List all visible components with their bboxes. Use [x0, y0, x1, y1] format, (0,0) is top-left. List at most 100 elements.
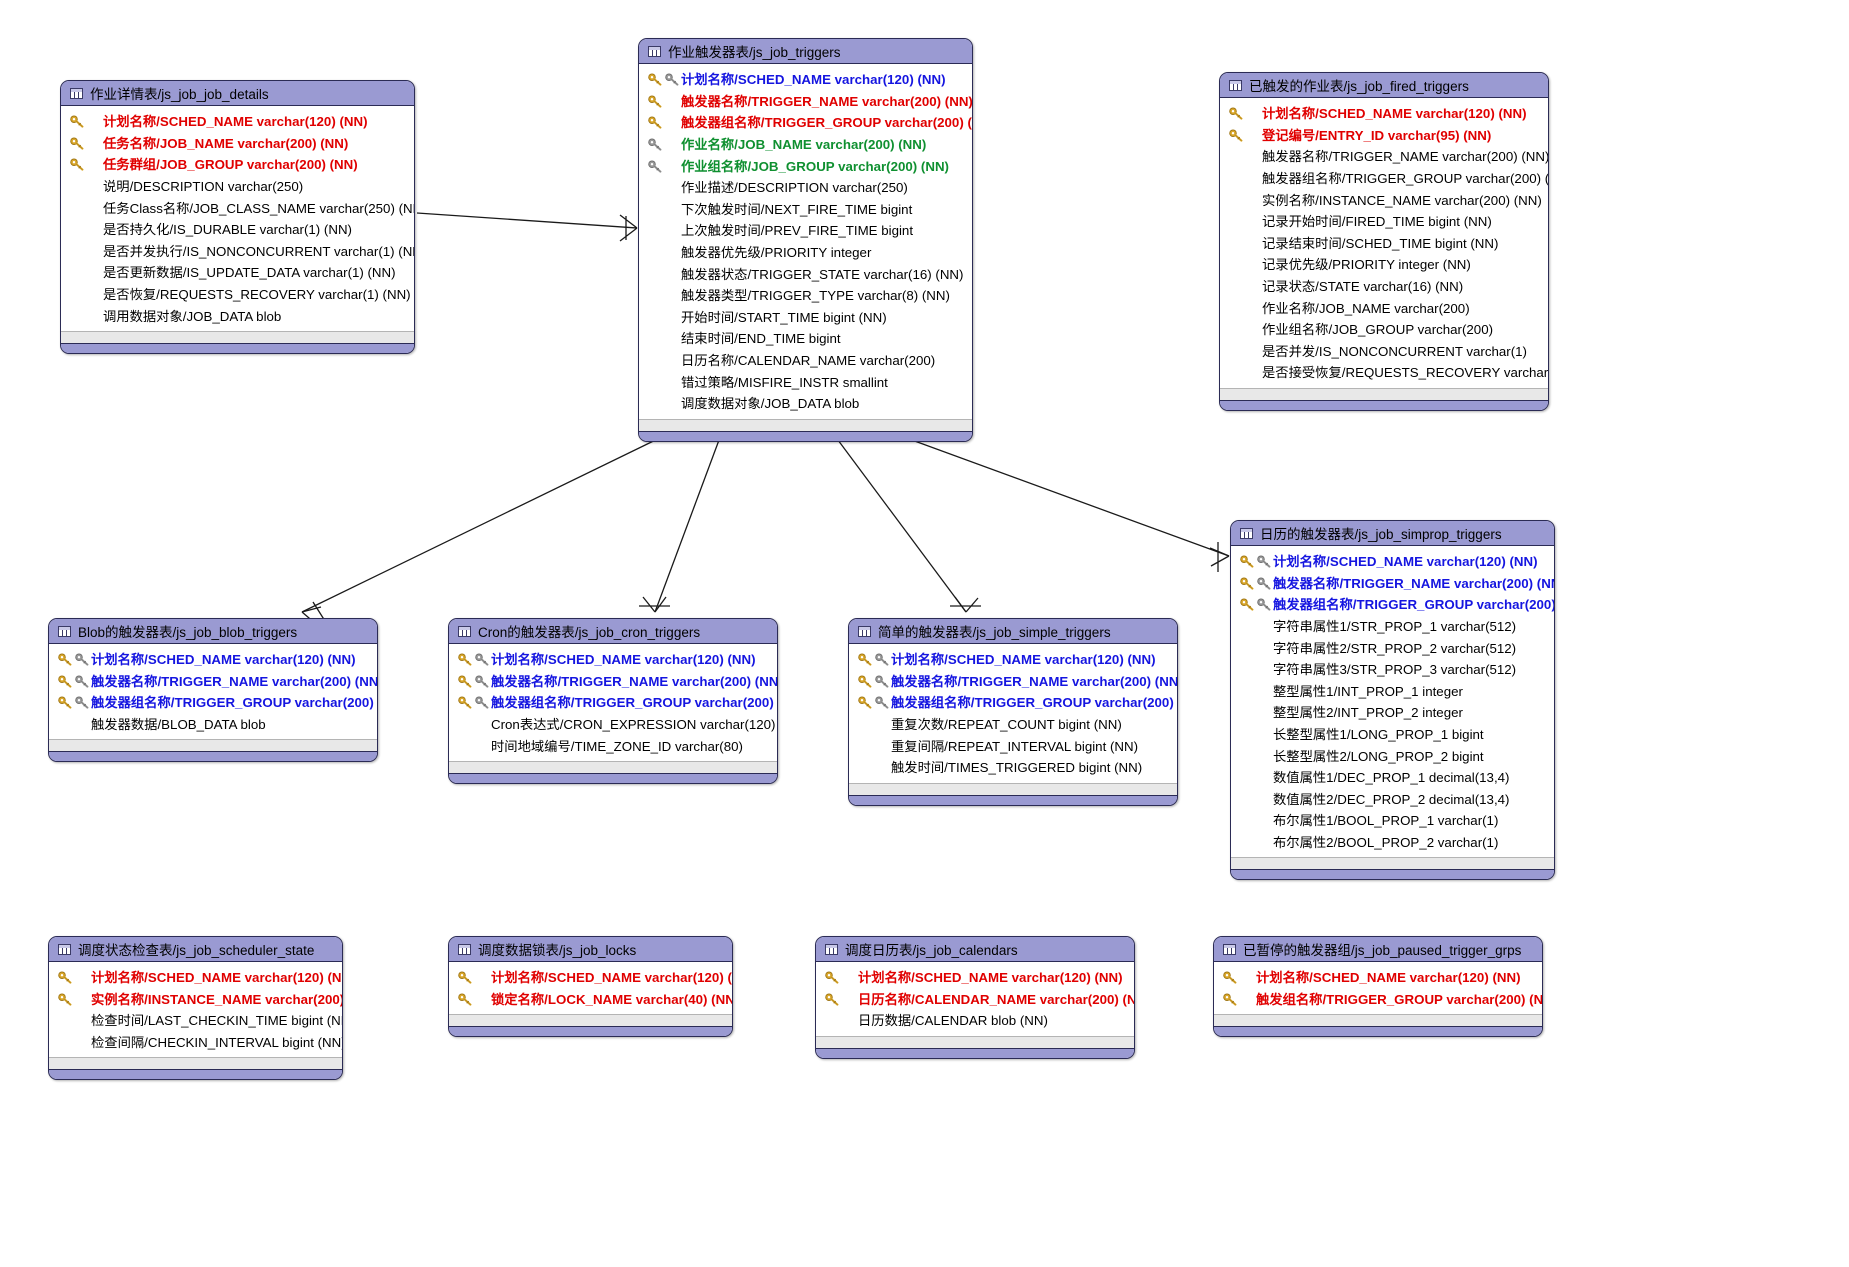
attribute-row[interactable]: 长整型属性2/LONG_PROP_2 bigint	[1231, 745, 1554, 767]
attribute-row[interactable]: 触发器名称/TRIGGER_NAME varchar(200) (NN)	[849, 671, 1177, 693]
entity-paused_trigger_grps[interactable]: 已暂停的触发器组/js_job_paused_trigger_grps 计划名称/…	[1213, 936, 1543, 1038]
attribute-row[interactable]: 计划名称/SCHED_NAME varchar(120) (NN)	[816, 967, 1134, 989]
entity-header-simprop_triggers[interactable]: 日历的触发器表/js_job_simprop_triggers	[1231, 521, 1554, 546]
entity-job_triggers[interactable]: 作业触发器表/js_job_triggers 计划名称/SCHED_NAME va…	[638, 38, 973, 442]
attribute-row[interactable]: 数值属性2/DEC_PROP_2 decimal(13,4)	[1231, 789, 1554, 811]
entity-header-paused_trigger_grps[interactable]: 已暂停的触发器组/js_job_paused_trigger_grps	[1214, 937, 1542, 962]
attribute-row[interactable]: 时间地域编号/TIME_ZONE_ID varchar(80)	[449, 735, 777, 757]
entity-header-calendars[interactable]: 调度日历表/js_job_calendars	[816, 937, 1134, 962]
entity-header-simple_triggers[interactable]: 简单的触发器表/js_job_simple_triggers	[849, 619, 1177, 644]
attribute-row[interactable]: 计划名称/SCHED_NAME varchar(120) (NN)	[639, 69, 972, 91]
attribute-row[interactable]: 计划名称/SCHED_NAME varchar(120) (NN)	[1231, 551, 1554, 573]
attribute-row[interactable]: 是否持久化/IS_DURABLE varchar(1) (NN)	[61, 219, 414, 241]
attribute-row[interactable]: 触发器组名称/TRIGGER_GROUP varchar(200) (NN)	[1220, 168, 1548, 190]
attribute-row[interactable]: Cron表达式/CRON_EXPRESSION varchar(120) (NN…	[449, 714, 777, 736]
attribute-row[interactable]: 触发组名称/TRIGGER_GROUP varchar(200) (NN)	[1214, 989, 1542, 1011]
attribute-row[interactable]: 错过策略/MISFIRE_INSTR smallint	[639, 371, 972, 393]
entity-header-fired_triggers[interactable]: 已触发的作业表/js_job_fired_triggers	[1220, 73, 1548, 98]
attribute-row[interactable]: 作业组名称/JOB_GROUP varchar(200) (NN)	[639, 155, 972, 177]
attribute-row[interactable]: 日历名称/CALENDAR_NAME varchar(200) (NN)	[816, 989, 1134, 1011]
attribute-row[interactable]: 作业名称/JOB_NAME varchar(200)	[1220, 297, 1548, 319]
attribute-row[interactable]: 任务Class名称/JOB_CLASS_NAME varchar(250) (N…	[61, 197, 414, 219]
attribute-row[interactable]: 触发器类型/TRIGGER_TYPE varchar(8) (NN)	[639, 285, 972, 307]
attribute-row[interactable]: 触发器优先级/PRIORITY integer	[639, 242, 972, 264]
attribute-row[interactable]: 锁定名称/LOCK_NAME varchar(40) (NN)	[449, 989, 732, 1011]
attribute-row[interactable]: 登记编号/ENTRY_ID varchar(95) (NN)	[1220, 125, 1548, 147]
attribute-row[interactable]: 触发器名称/TRIGGER_NAME varchar(200) (NN)	[49, 671, 377, 693]
attribute-row[interactable]: 长整型属性1/LONG_PROP_1 bigint	[1231, 724, 1554, 746]
attribute-row[interactable]: 开始时间/START_TIME bigint (NN)	[639, 307, 972, 329]
attribute-row[interactable]: 布尔属性2/BOOL_PROP_2 varchar(1)	[1231, 832, 1554, 854]
attribute-row[interactable]: 作业组名称/JOB_GROUP varchar(200)	[1220, 319, 1548, 341]
attribute-row[interactable]: 计划名称/SCHED_NAME varchar(120) (NN)	[1214, 967, 1542, 989]
attribute-row[interactable]: 结束时间/END_TIME bigint	[639, 328, 972, 350]
entity-header-locks[interactable]: 调度数据锁表/js_job_locks	[449, 937, 732, 962]
attribute-row[interactable]: 作业描述/DESCRIPTION varchar(250)	[639, 177, 972, 199]
attribute-row[interactable]: 计划名称/SCHED_NAME varchar(120) (NN)	[61, 111, 414, 133]
attribute-row[interactable]: 触发器组名称/TRIGGER_GROUP varchar(200) (NN)	[639, 112, 972, 134]
attribute-row[interactable]: 触发器状态/TRIGGER_STATE varchar(16) (NN)	[639, 263, 972, 285]
entity-header-scheduler_state[interactable]: 调度状态检查表/js_job_scheduler_state	[49, 937, 342, 962]
attribute-row[interactable]: 是否接受恢复/REQUESTS_RECOVERY varchar(1)	[1220, 362, 1548, 384]
entity-cron_triggers[interactable]: Cron的触发器表/js_job_cron_triggers 计划名称/SCHED…	[448, 618, 778, 784]
attribute-row[interactable]: 任务群组/JOB_GROUP varchar(200) (NN)	[61, 154, 414, 176]
attribute-row[interactable]: 日历名称/CALENDAR_NAME varchar(200)	[639, 350, 972, 372]
entity-header-cron_triggers[interactable]: Cron的触发器表/js_job_cron_triggers	[449, 619, 777, 644]
attribute-row[interactable]: 字符串属性2/STR_PROP_2 varchar(512)	[1231, 637, 1554, 659]
attribute-row[interactable]: 触发器组名称/TRIGGER_GROUP varchar(200) (NN)	[449, 692, 777, 714]
attribute-row[interactable]: 字符串属性1/STR_PROP_1 varchar(512)	[1231, 616, 1554, 638]
attribute-row[interactable]: 触发器名称/TRIGGER_NAME varchar(200) (NN)	[1231, 573, 1554, 595]
attribute-row[interactable]: 触发器组名称/TRIGGER_GROUP varchar(200) (NN)	[849, 692, 1177, 714]
attribute-row[interactable]: 触发器组名称/TRIGGER_GROUP varchar(200) (NN)	[49, 692, 377, 714]
attribute-row[interactable]: 记录结束时间/SCHED_TIME bigint (NN)	[1220, 233, 1548, 255]
attribute-row[interactable]: 计划名称/SCHED_NAME varchar(120) (NN)	[449, 649, 777, 671]
attribute-row[interactable]: 记录开始时间/FIRED_TIME bigint (NN)	[1220, 211, 1548, 233]
attribute-row[interactable]: 字符串属性3/STR_PROP_3 varchar(512)	[1231, 659, 1554, 681]
attribute-row[interactable]: 下次触发时间/NEXT_FIRE_TIME bigint	[639, 199, 972, 221]
attribute-row[interactable]: 说明/DESCRIPTION varchar(250)	[61, 176, 414, 198]
attribute-row[interactable]: 触发器组名称/TRIGGER_GROUP varchar(200) (NN)	[1231, 594, 1554, 616]
attribute-row[interactable]: 重复间隔/REPEAT_INTERVAL bigint (NN)	[849, 735, 1177, 757]
attribute-row[interactable]: 调度数据对象/JOB_DATA blob	[639, 393, 972, 415]
attribute-row[interactable]: 实例名称/INSTANCE_NAME varchar(200) (NN)	[49, 989, 342, 1011]
entity-fired_triggers[interactable]: 已触发的作业表/js_job_fired_triggers 计划名称/SCHED_…	[1219, 72, 1549, 411]
attribute-row[interactable]: 计划名称/SCHED_NAME varchar(120) (NN)	[49, 649, 377, 671]
attribute-row[interactable]: 计划名称/SCHED_NAME varchar(120) (NN)	[1220, 103, 1548, 125]
entity-calendars[interactable]: 调度日历表/js_job_calendars 计划名称/SCHED_NAME va…	[815, 936, 1135, 1059]
attribute-row[interactable]: 触发器名称/TRIGGER_NAME varchar(200) (NN)	[1220, 146, 1548, 168]
entity-scheduler_state[interactable]: 调度状态检查表/js_job_scheduler_state 计划名称/SCHED…	[48, 936, 343, 1081]
entity-simple_triggers[interactable]: 简单的触发器表/js_job_simple_triggers 计划名称/SCHED…	[848, 618, 1178, 806]
attribute-row[interactable]: 计划名称/SCHED_NAME varchar(120) (NN)	[849, 649, 1177, 671]
attribute-row[interactable]: 日历数据/CALENDAR blob (NN)	[816, 1010, 1134, 1032]
attribute-row[interactable]: 作业名称/JOB_NAME varchar(200) (NN)	[639, 134, 972, 156]
entity-header-job_details[interactable]: 作业详情表/js_job_job_details	[61, 81, 414, 106]
attribute-row[interactable]: 检查间隔/CHECKIN_INTERVAL bigint (NN)	[49, 1032, 342, 1054]
attribute-row[interactable]: 布尔属性1/BOOL_PROP_1 varchar(1)	[1231, 810, 1554, 832]
attribute-row[interactable]: 记录优先级/PRIORITY integer (NN)	[1220, 254, 1548, 276]
attribute-row[interactable]: 整型属性1/INT_PROP_1 integer	[1231, 681, 1554, 703]
attribute-row[interactable]: 触发器名称/TRIGGER_NAME varchar(200) (NN)	[449, 671, 777, 693]
attribute-row[interactable]: 检查时间/LAST_CHECKIN_TIME bigint (NN)	[49, 1010, 342, 1032]
attribute-row[interactable]: 是否更新数据/IS_UPDATE_DATA varchar(1) (NN)	[61, 262, 414, 284]
entity-header-blob_triggers[interactable]: Blob的触发器表/js_job_blob_triggers	[49, 619, 377, 644]
attribute-row[interactable]: 是否并发/IS_NONCONCURRENT varchar(1)	[1220, 341, 1548, 363]
attribute-row[interactable]: 触发器名称/TRIGGER_NAME varchar(200) (NN)	[639, 91, 972, 113]
attribute-row[interactable]: 是否并发执行/IS_NONCONCURRENT varchar(1) (NN)	[61, 241, 414, 263]
attribute-row[interactable]: 是否恢复/REQUESTS_RECOVERY varchar(1) (NN)	[61, 284, 414, 306]
attribute-row[interactable]: 触发器数据/BLOB_DATA blob	[49, 714, 377, 736]
attribute-row[interactable]: 调用数据对象/JOB_DATA blob	[61, 305, 414, 327]
attribute-row[interactable]: 实例名称/INSTANCE_NAME varchar(200) (NN)	[1220, 189, 1548, 211]
attribute-row[interactable]: 任务名称/JOB_NAME varchar(200) (NN)	[61, 133, 414, 155]
attribute-row[interactable]: 数值属性1/DEC_PROP_1 decimal(13,4)	[1231, 767, 1554, 789]
attribute-row[interactable]: 整型属性2/INT_PROP_2 integer	[1231, 702, 1554, 724]
attribute-row[interactable]: 上次触发时间/PREV_FIRE_TIME bigint	[639, 220, 972, 242]
entity-header-job_triggers[interactable]: 作业触发器表/js_job_triggers	[639, 39, 972, 64]
attribute-row[interactable]: 记录状态/STATE varchar(16) (NN)	[1220, 276, 1548, 298]
entity-job_details[interactable]: 作业详情表/js_job_job_details 计划名称/SCHED_NAME …	[60, 80, 415, 354]
entity-blob_triggers[interactable]: Blob的触发器表/js_job_blob_triggers 计划名称/SCHED…	[48, 618, 378, 763]
attribute-row[interactable]: 重复次数/REPEAT_COUNT bigint (NN)	[849, 714, 1177, 736]
attribute-row[interactable]: 计划名称/SCHED_NAME varchar(120) (NN)	[49, 967, 342, 989]
entity-simprop_triggers[interactable]: 日历的触发器表/js_job_simprop_triggers 计划名称/SCHE…	[1230, 520, 1555, 881]
attribute-row[interactable]: 触发时间/TIMES_TRIGGERED bigint (NN)	[849, 757, 1177, 779]
